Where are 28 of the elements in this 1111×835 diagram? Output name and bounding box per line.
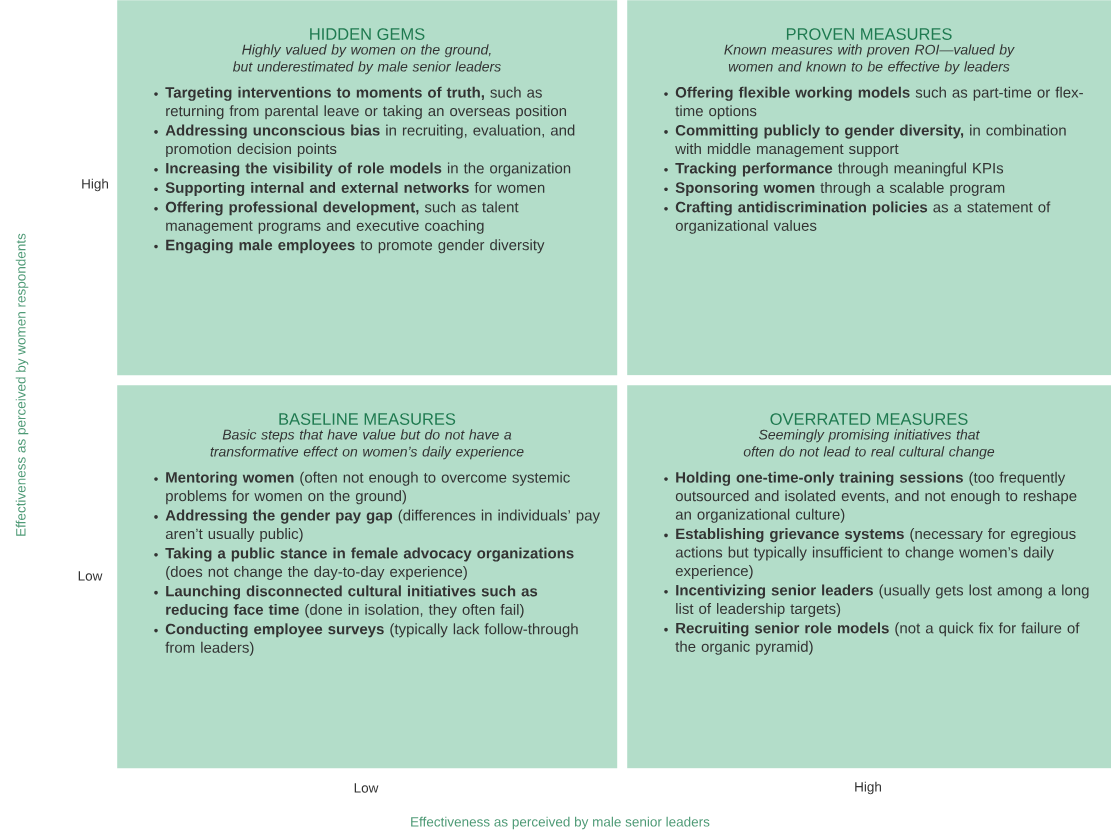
quadrant-heading: BASELINE MEASURES — [279, 413, 456, 425]
axis-tick-label: Low — [78, 571, 103, 581]
axis-title: Effectiveness as perceived by women respondents — [15, 233, 29, 536]
quadrant-subtitle: Known measures with proven ROI—valued by women and known to be effective by leaders — [724, 44, 1015, 75]
bullet-item: Addressing the gender pay gap (differences in individuals’ pay aren’t usually public) — [165, 509, 600, 543]
quadrant-heading: PROVEN MEASURES — [786, 28, 952, 40]
quadrant-heading: HIDDEN GEMS — [310, 28, 425, 40]
quadrant-subtitle: Seemingly promising initiatives that often do not lead to real cultural change — [743, 429, 995, 460]
axis-title: Effectiveness as perceived by male senior leaders — [411, 816, 710, 830]
bullet-item: Holding one-time-only training sessions (too frequently outsourced and isolated events, and not enough to reshape an organizational culture) — [675, 471, 1077, 523]
bullet-item: Crafting antidiscrimination policies as a statement of organizational values — [675, 201, 1051, 234]
axis-tick-label: High — [855, 781, 881, 795]
bullet-item: Conducting employee surveys (typically lack follow-through from leaders) — [165, 623, 578, 656]
bullet-item: Supporting internal and external networks for women — [165, 181, 545, 196]
bullet-item: Mentoring women (often not enough to overcome systemic problems for women on the ground) — [166, 471, 570, 505]
quadrant-subtitle: Basic steps that have value but do not have a transformative effect on women’s daily experience — [210, 429, 524, 460]
bullet-item: Establishing grievance systems (necessary for egregious actions but typically insufficient to change women’s daily experience) — [675, 528, 1076, 580]
bullet-item: Incentivizing senior leaders (usually gets lost among a long list of leadership targets) — [676, 584, 1089, 617]
bullet-item: Engaging male employees to promote gender diversity — [166, 239, 545, 254]
bullet-item: Tracking performance through meaningful KPIs — [675, 162, 1004, 177]
axis-tick-label: Low — [354, 783, 379, 793]
bullet-item: Launching disconnected cultural initiatives such as reducing face time (done in isolation, they often fail) — [166, 585, 538, 618]
bullet-item: Taking a public stance in female advocacy organizations (does not change the day-to-day experience) — [165, 547, 574, 580]
bullet-item: Recruiting senior role models (not a quick fix for failure of the organic pyramid) — [675, 622, 1080, 655]
quadrant-subtitle: Highly valued by women on the ground, but underestimated by male senior leaders — [232, 44, 501, 75]
bullet-item: Increasing the visibility of role models in the organization — [166, 162, 571, 177]
bullet-item: Sponsoring women through a scalable program — [675, 181, 1005, 196]
quadrant-heading: OVERRATED MEASURES — [770, 413, 968, 425]
